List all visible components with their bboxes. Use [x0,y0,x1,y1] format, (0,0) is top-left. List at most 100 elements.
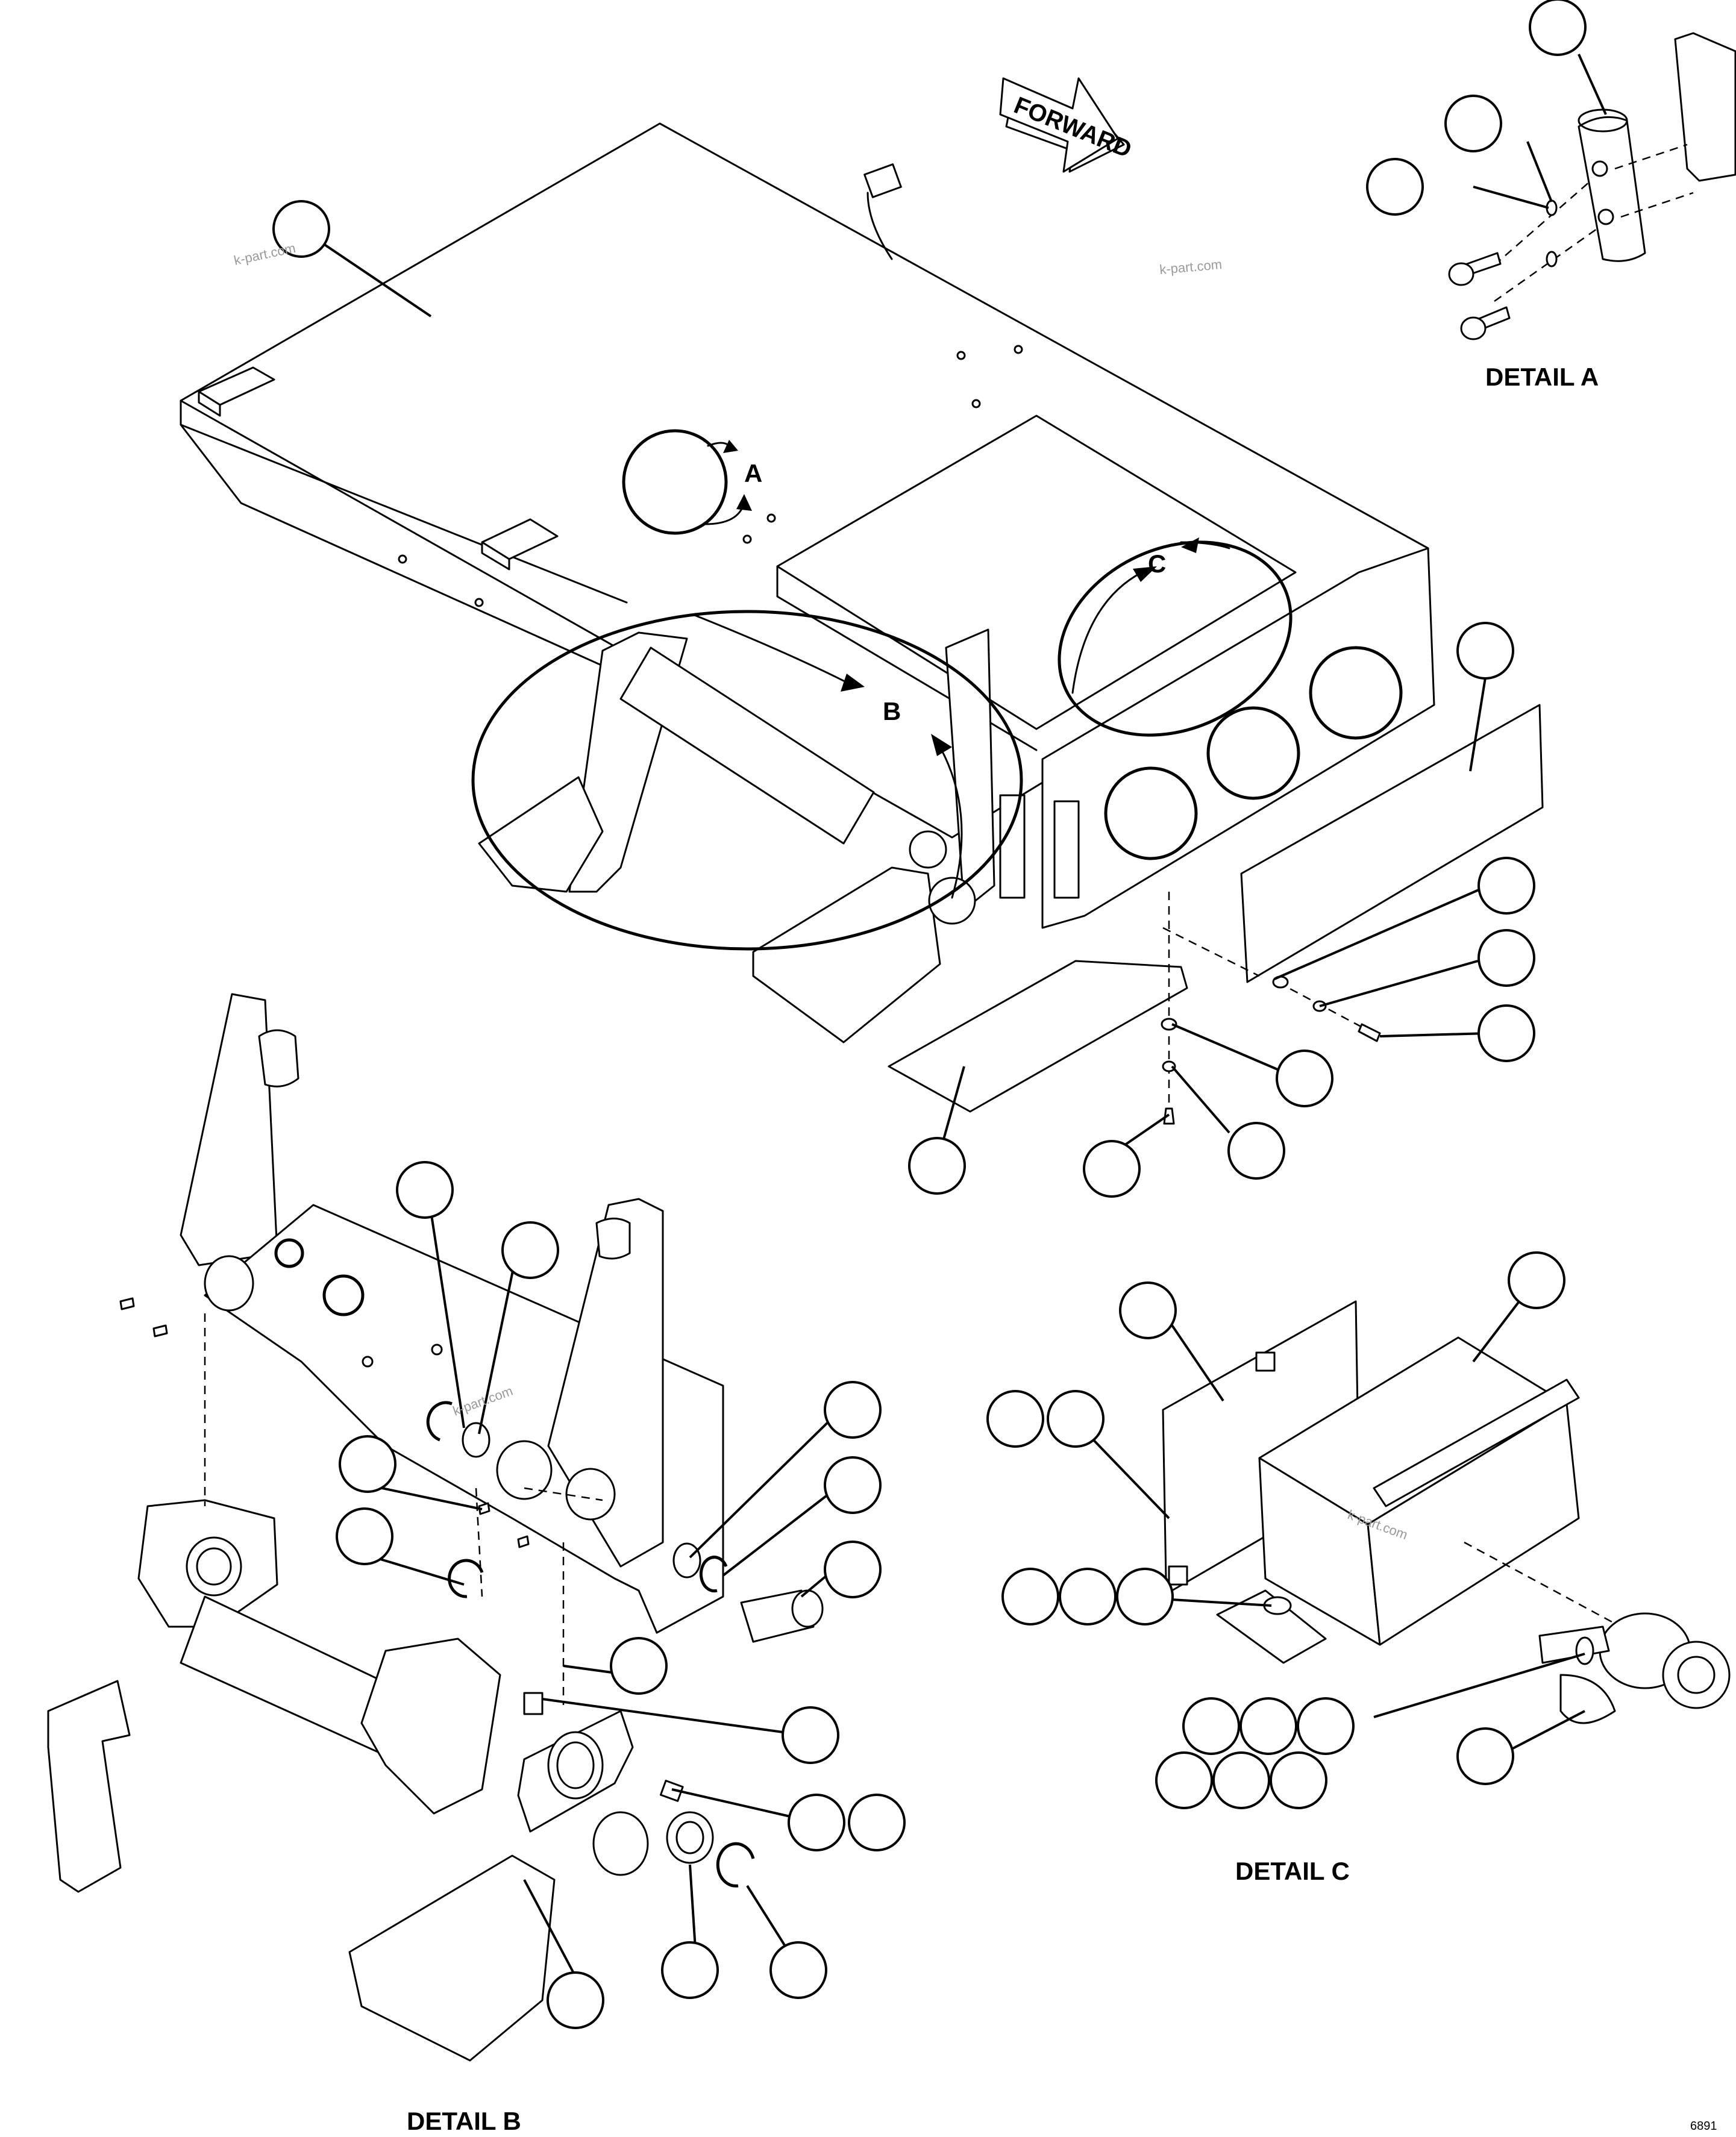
screw [1358,1023,1381,1042]
forward-arrow: FORWARD [999,77,1135,173]
arrow-head [931,734,952,756]
balloon-bolt [788,1794,845,1851]
balloon-flange-bushing [661,1941,719,1999]
snap-ring [699,1556,728,1593]
pivot-arm [945,628,995,911]
watermark: k-part.com [1159,257,1223,277]
balloon-fastener [339,1435,396,1493]
balloon-fastener [610,1637,668,1695]
item-balloons [272,0,1587,2029]
washer [1546,251,1558,268]
mount-plate [752,866,941,1043]
pin-knob [258,1029,299,1087]
washer [672,1542,701,1579]
balloon-stud [1047,1390,1105,1448]
bearing-housing [496,1440,553,1500]
balloon-switch-part [1155,1751,1213,1809]
callout-a-circle [622,429,728,535]
detail-c: DETAIL C [1162,1300,1731,1885]
cover-panel [1240,704,1544,983]
balloon-snap-ring [824,1456,882,1514]
balloon-hinge-block [1529,0,1587,56]
pivot-shaft [619,646,875,845]
callout-letter-b: B [883,697,901,725]
washer [462,1422,490,1458]
balloon-locking-ring [1456,1727,1514,1785]
balloon-snap-ring [396,1161,454,1219]
arrow-head [736,494,752,511]
e-stop-button [1662,1641,1731,1709]
frame-hole [1206,706,1300,800]
detail-a: DETAIL A [1448,32,1736,391]
balloon-stud [986,1390,1044,1448]
bearing-housing [204,1255,254,1312]
balloon-lock-washer [1477,929,1535,987]
mounting-tab [1216,1589,1327,1664]
balloon-washer [501,1221,559,1279]
bearing-housing [565,1468,616,1521]
balloon-washer [1477,857,1535,915]
pin-knob [595,1218,631,1260]
lower-pivot-arm [360,1638,501,1815]
balloon-base-plate [272,200,330,258]
bushing [592,1811,649,1876]
washer [1161,1018,1177,1031]
detail-b: DETAIL B [47,993,824,2135]
bottom-plate [888,960,1188,1113]
stud [1168,1565,1188,1586]
cover-hinge [1373,1378,1580,1507]
bolt [659,1780,684,1802]
balloon-bolt [848,1794,906,1851]
flange-bearing [186,1536,242,1597]
balloon-lock-washer [1227,1122,1285,1180]
detail-a-label: DETAIL A [1485,363,1599,391]
connector [863,163,902,198]
hinge-block [1578,116,1646,262]
balloon-switch-part [1270,1751,1327,1809]
snap-ring [426,1401,453,1442]
wire-harness [866,192,893,260]
balloon-screw [1083,1140,1141,1198]
balloon-washer [824,1381,882,1439]
balloon-switch-part [1297,1697,1355,1755]
lower-mount-plate [348,1854,556,2062]
balloon-screw [1477,1004,1535,1062]
flange-bushing [666,1811,714,1864]
detail-b-label: DETAIL B [407,2107,521,2135]
callout-letter-a: A [744,459,762,487]
detail-c-label: DETAIL C [1235,1857,1350,1885]
balloon-washer [1059,1568,1117,1625]
bushing [909,830,947,869]
balloon-bolt [1001,1568,1059,1625]
balloon-pivot-pin [824,1541,882,1598]
arrow-head [841,674,865,692]
arrow-head [1181,537,1199,553]
frame-hole [1104,766,1198,860]
watermark: k-part.com [233,240,297,268]
snap-ring [448,1559,484,1598]
balloon-snap-ring [769,1941,827,1999]
side-frame [1041,547,1435,929]
balloon-switch-part [1212,1751,1270,1809]
balloon-washer [1444,95,1502,152]
balloon-switch-part [1182,1697,1240,1755]
callout-letter-c: C [1148,549,1166,578]
balloon-snap-ring [336,1507,393,1565]
balloon-mounting-plate [1119,1281,1177,1339]
balloon-mount-plate [547,1971,604,2029]
snap-ring [716,1842,755,1888]
locking-ring [1559,1674,1616,1724]
callout-b-ellipse [471,610,1023,951]
frame-hole [1309,646,1403,740]
arrow-head [1133,566,1157,582]
balloon-nut [1116,1568,1174,1625]
balloon-washer [1276,1050,1333,1107]
lock-washer [1162,1060,1176,1072]
lower-mount-plate [47,1680,131,1893]
balloon-bolt [1366,158,1424,216]
main-assembly: A B C [180,122,1544,1125]
figure-code: 6891 [1690,2120,1717,2133]
arrow-head [723,440,738,453]
balloon-bottom-plate [908,1137,966,1195]
